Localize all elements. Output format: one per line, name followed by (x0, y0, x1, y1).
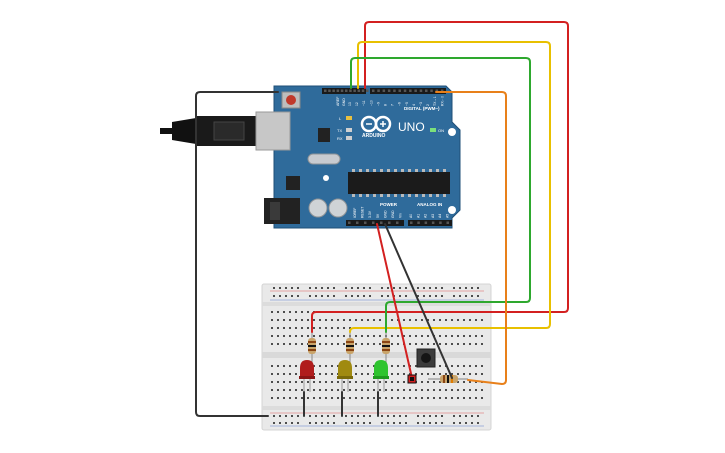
on-label: ON (438, 128, 444, 133)
arduino-uno-board[interactable]: L TX RX ON ARDUINO UNO DIGITAL (PWM~) 13… (160, 85, 461, 229)
resistor-2[interactable] (346, 330, 354, 368)
power-jack (264, 198, 300, 224)
wire-black-gnd[interactable] (195, 91, 279, 417)
analog-pin-label: A2 (424, 214, 428, 218)
crystal (307, 153, 341, 165)
digital-pin-label: ~9 (376, 102, 380, 106)
analog-header (408, 220, 452, 226)
digital-pin-label: 2 (426, 104, 430, 106)
brand-label: ARDUINO (362, 133, 385, 139)
power-pin-label: GND (383, 210, 387, 218)
capacitor-1 (308, 198, 328, 218)
digital-pin-label: TX→1 (433, 96, 437, 106)
power-pin-label: GND (391, 210, 395, 218)
resistor-1[interactable] (308, 330, 316, 368)
analog-pin-label: A0 (409, 214, 413, 218)
led-l-indicator (346, 116, 352, 120)
voltage-regulator (286, 176, 300, 190)
mounting-hole (323, 175, 329, 181)
digital-header-left (322, 88, 366, 94)
analog-pin-label: A1 (416, 214, 420, 218)
atmega-chip (348, 172, 450, 194)
digital-pin-label: ~10 (369, 100, 373, 106)
mounting-hole (448, 128, 456, 136)
resistor-3[interactable] (382, 330, 390, 368)
led-rx-indicator (346, 136, 352, 140)
digital-pin-label: 7 (391, 104, 395, 106)
digital-pin-label: 4 (412, 104, 416, 106)
power-pin-label: 3.3V (368, 210, 372, 218)
analog-pin-label: A5 (446, 214, 450, 218)
led-rx-label: RX (337, 136, 343, 141)
led-red[interactable] (299, 360, 315, 392)
power-pin-label: Vin (399, 213, 403, 218)
resistor-4[interactable] (428, 375, 468, 383)
digital-header-label: DIGITAL (PWM~) (404, 106, 440, 111)
usb-plug-body (172, 118, 196, 144)
analog-pin-label: A3 (431, 214, 435, 218)
digital-header-right (370, 88, 446, 94)
digital-pin-label: 8 (384, 104, 388, 106)
digital-pin-label: ~5 (405, 102, 409, 106)
pushbutton[interactable] (416, 348, 436, 368)
digital-pin-label: 12 (355, 102, 359, 106)
power-header-label: POWER (380, 202, 398, 207)
model-label: UNO (398, 120, 425, 134)
usb-socket (255, 111, 291, 151)
wire-yellow-pin[interactable] (349, 41, 551, 333)
power-header (346, 220, 404, 226)
digital-pin-label: RX←0 (440, 96, 444, 106)
wire-red-5v[interactable] (376, 223, 413, 379)
power-pin-label: 5V (376, 213, 380, 218)
gnd-label: GND (342, 98, 346, 106)
power-on-led (430, 128, 436, 132)
digital-pin-label: ~6 (398, 102, 402, 106)
led-green[interactable] (373, 360, 389, 392)
wire-orange-pin[interactable] (435, 91, 507, 385)
led-tx-label: TX (337, 128, 342, 133)
usb-cable-end (160, 128, 174, 134)
wire-green-pin[interactable] (350, 57, 531, 333)
digital-pin-label: ~3 (419, 102, 423, 106)
analog-header-label: ANALOG IN (417, 202, 442, 207)
capacitor-2 (328, 198, 348, 218)
arduino-logo (360, 115, 392, 133)
analog-pin-label: A4 (438, 214, 442, 218)
power-pin-label: RESET (361, 207, 365, 218)
breadboard[interactable] (261, 283, 492, 431)
power-pin-label: IOREF (353, 208, 357, 218)
aref-label: AREF (336, 97, 340, 106)
mounting-hole (448, 206, 456, 214)
wire-red-pin[interactable] (311, 21, 569, 333)
led-l-label: L (339, 116, 342, 121)
led-yellow[interactable] (337, 360, 353, 392)
usb-chip (318, 128, 330, 142)
chip-pins (352, 169, 446, 197)
digital-pin-label: ~11 (362, 100, 366, 106)
reset-button-cap (286, 95, 296, 105)
wire-black-gnd-2[interactable] (384, 223, 453, 379)
led-tx-indicator (346, 128, 352, 132)
digital-pin-label: 13 (348, 102, 352, 106)
breadboard-holes (271, 287, 483, 424)
